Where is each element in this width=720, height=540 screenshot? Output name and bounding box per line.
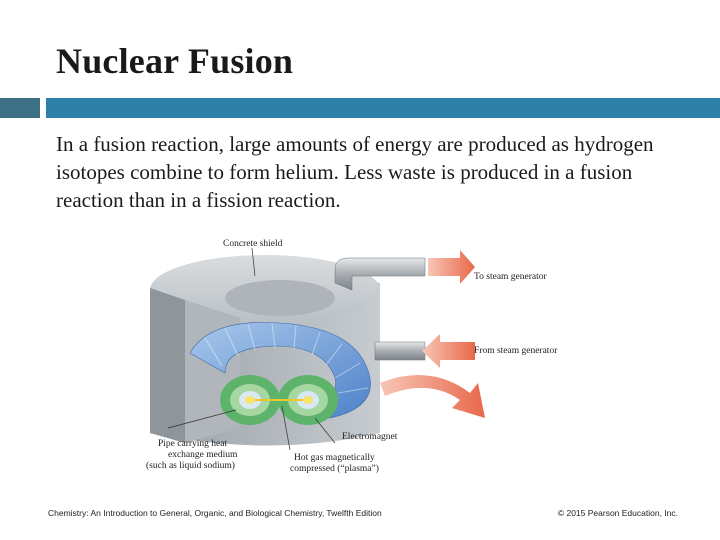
steam-pipe-lower	[374, 341, 426, 361]
label-plasma-2: compressed (“plasma”)	[290, 463, 379, 474]
slide-title: Nuclear Fusion	[56, 41, 294, 81]
coil-cross-section-right	[278, 375, 338, 425]
title-rule-bar	[46, 98, 720, 118]
label-to-steam: To steam generator	[474, 272, 548, 282]
slide-body-text: In a fusion reaction, large amounts of e…	[56, 132, 654, 212]
title-rule-accent	[0, 98, 40, 118]
electromagnet-coil-ring	[189, 322, 371, 419]
coil-cross-section-left	[220, 375, 280, 425]
label-pipe-2: exchange medium	[168, 450, 238, 460]
footer-citation: Chemistry: An Introduction to General, O…	[48, 508, 382, 518]
label-from-steam: From steam generator	[474, 346, 558, 356]
label-pipe-1: Pipe carrying heat	[158, 439, 227, 449]
label-plasma-1: Hot gas magnetically	[294, 453, 375, 463]
label-pipe-3: (such as liquid sodium)	[146, 460, 235, 471]
steam-pipe-upper	[334, 257, 426, 291]
footer-copyright: © 2015 Pearson Education, Inc.	[557, 508, 678, 518]
label-concrete-shield: Concrete shield	[223, 239, 283, 249]
fusion-reactor-diagram: Concrete shield To steam generator From …	[130, 228, 590, 478]
label-electromagnet: Electromagnet	[342, 432, 398, 442]
arrow-from-steam	[422, 334, 475, 368]
concrete-shield	[150, 255, 380, 446]
arrow-to-steam	[428, 250, 475, 284]
arrow-heat-out	[380, 375, 485, 418]
